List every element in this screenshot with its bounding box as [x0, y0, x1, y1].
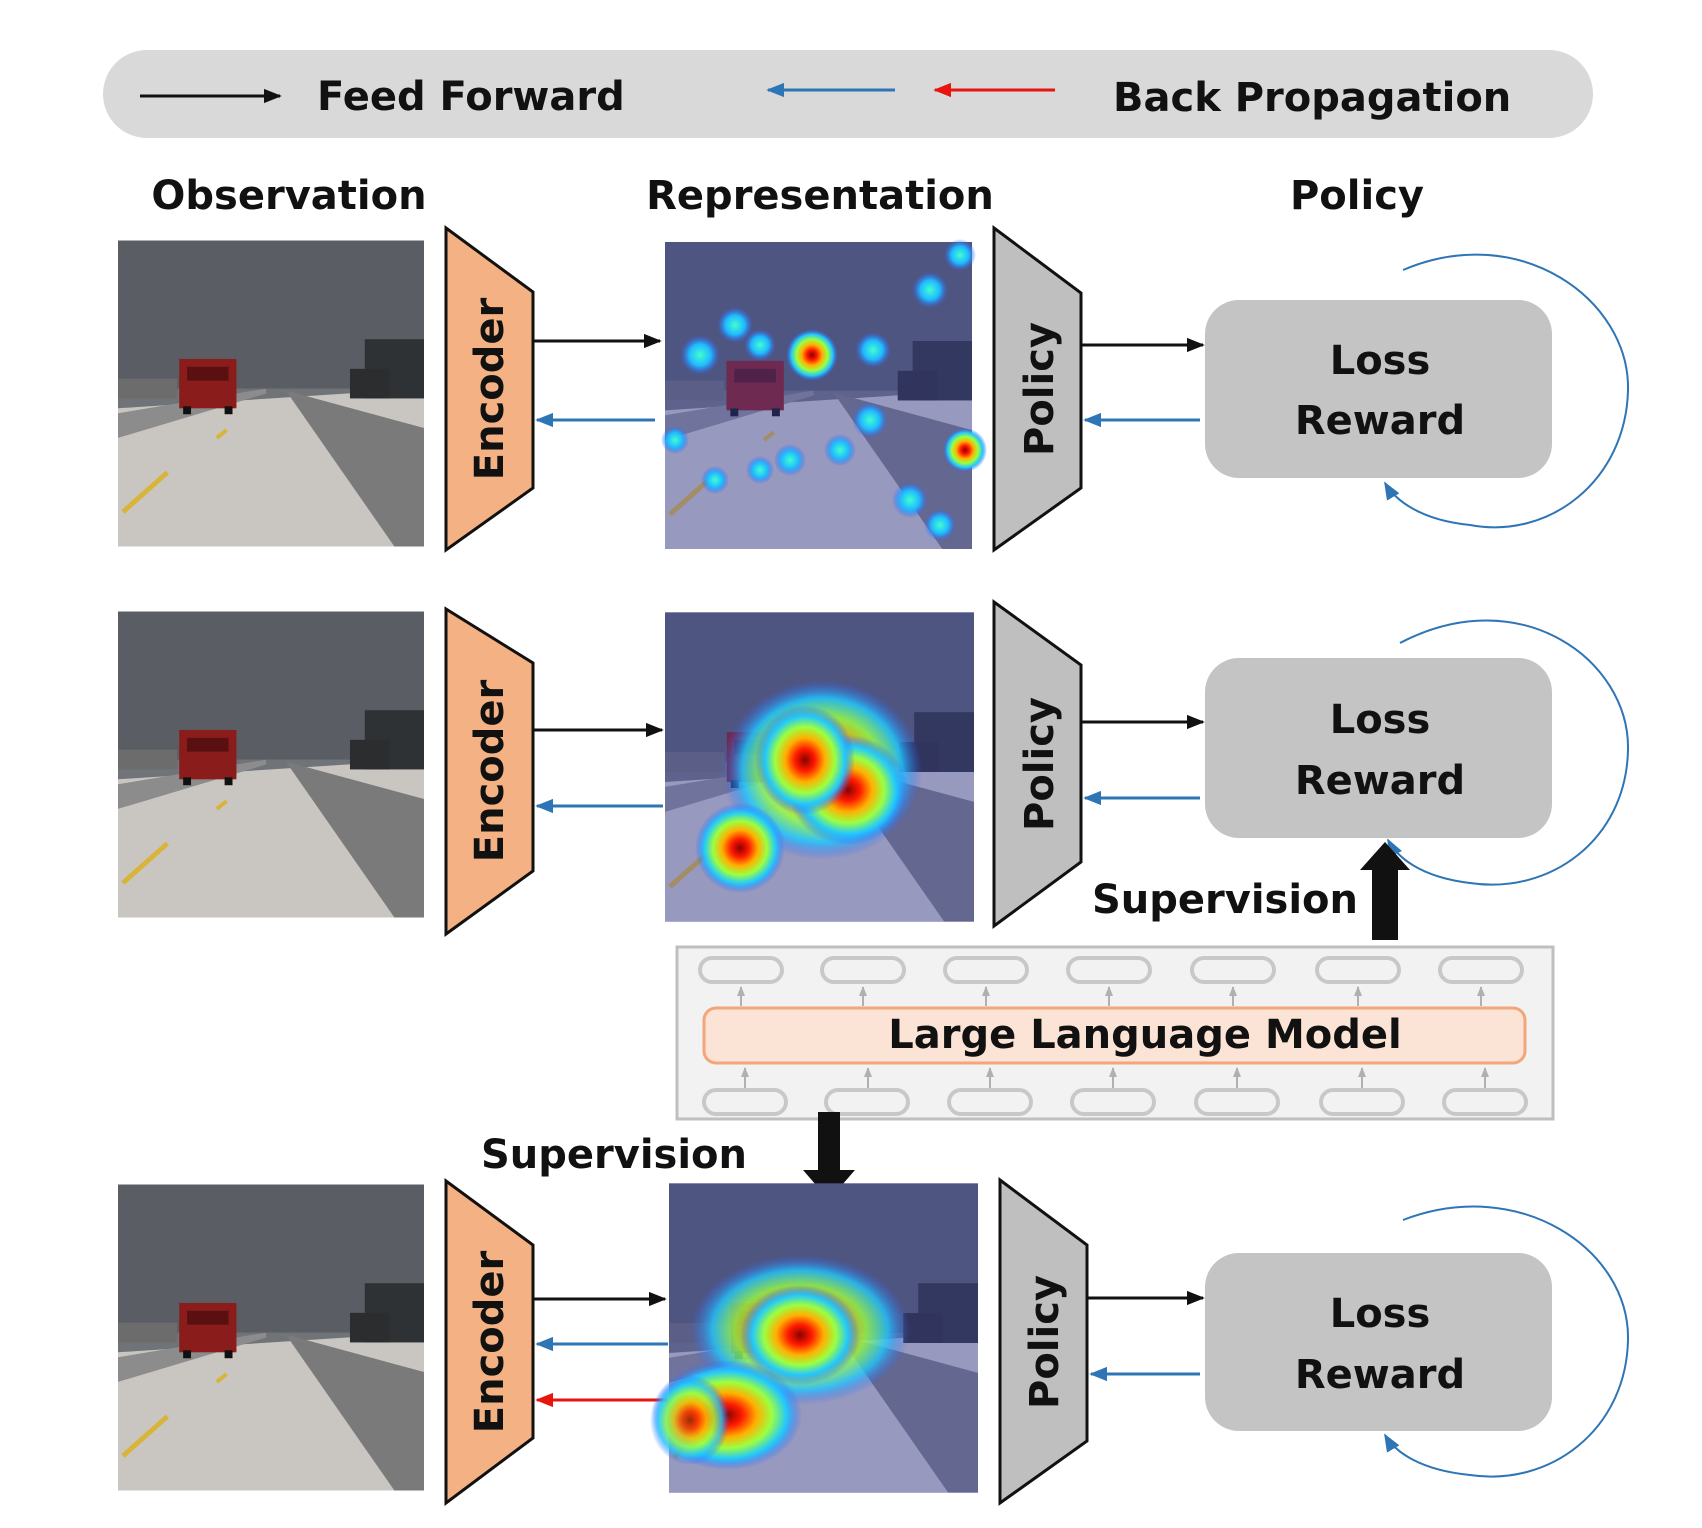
- representation-heatmap: [665, 612, 974, 922]
- header-observation: Observation: [151, 173, 426, 219]
- encoder-label: Encoder: [467, 297, 513, 480]
- header-representation: Representation: [646, 173, 994, 219]
- feed-forward-label: Feed Forward: [317, 74, 625, 120]
- loss-reward-box: [1205, 300, 1552, 478]
- observation-image: [118, 1185, 424, 1491]
- supervision-label: Supervision: [481, 1132, 747, 1178]
- policy-label: Policy: [1022, 1275, 1068, 1409]
- loss-label: Loss: [1330, 697, 1431, 743]
- row-2-llm-reward-supervision: Encoder Policy Loss Reward Supervision: [118, 599, 1630, 940]
- supervision-arrow-up: [1360, 842, 1410, 940]
- feedback-loop-arrow: [1387, 619, 1630, 886]
- reward-label: Reward: [1295, 1352, 1465, 1398]
- observation-image: [118, 612, 424, 918]
- feedback-loop-arrow: [1384, 1205, 1630, 1478]
- loss-reward-box: [1205, 658, 1552, 838]
- llm-layer: [702, 1006, 1527, 1065]
- reward-label: Reward: [1295, 398, 1465, 444]
- policy-label: Policy: [1017, 697, 1063, 831]
- observation-image: [118, 241, 424, 547]
- representation-heatmap: [650, 1183, 978, 1493]
- policy-block: [992, 225, 1083, 553]
- encoder-block: [444, 606, 535, 937]
- row-3-llm-representation-supervision: Supervision Encoder Policy Loss Reward: [118, 1112, 1630, 1506]
- reward-label: Reward: [1295, 758, 1465, 804]
- loss-label: Loss: [1330, 1291, 1431, 1337]
- supervision-label: Supervision: [1092, 877, 1358, 923]
- encoder-label: Encoder: [467, 679, 513, 862]
- encoder-block: [444, 225, 535, 553]
- llm-block: Large Language Model: [675, 945, 1555, 1121]
- legend-background: [103, 50, 1593, 138]
- feedback-loop-arrow: [1384, 253, 1630, 529]
- llm-label: Large Language Model: [888, 1012, 1401, 1058]
- back-propagation-label: Back Propagation: [1113, 75, 1511, 121]
- policy-label: Policy: [1017, 322, 1063, 456]
- legend: Feed Forward Back Propagation: [103, 50, 1593, 138]
- loss-label: Loss: [1330, 338, 1431, 384]
- row-1-standard-training: Encoder Policy Loss: [118, 225, 1630, 553]
- supervision-arrow-down: [803, 1112, 855, 1200]
- representation-heatmap: [661, 239, 987, 549]
- encoder-block: [444, 1178, 535, 1506]
- header-policy: Policy: [1290, 173, 1424, 219]
- llm-output-connectors: [737, 986, 1485, 1006]
- llm-input-connectors: [741, 1067, 1489, 1090]
- llm-input-tokens: [702, 1088, 1528, 1116]
- encoder-label: Encoder: [467, 1250, 513, 1433]
- policy-block: [992, 599, 1083, 929]
- policy-block: [998, 1177, 1089, 1506]
- llm-output-tokens: [698, 956, 1524, 984]
- loss-reward-box: [1205, 1253, 1552, 1431]
